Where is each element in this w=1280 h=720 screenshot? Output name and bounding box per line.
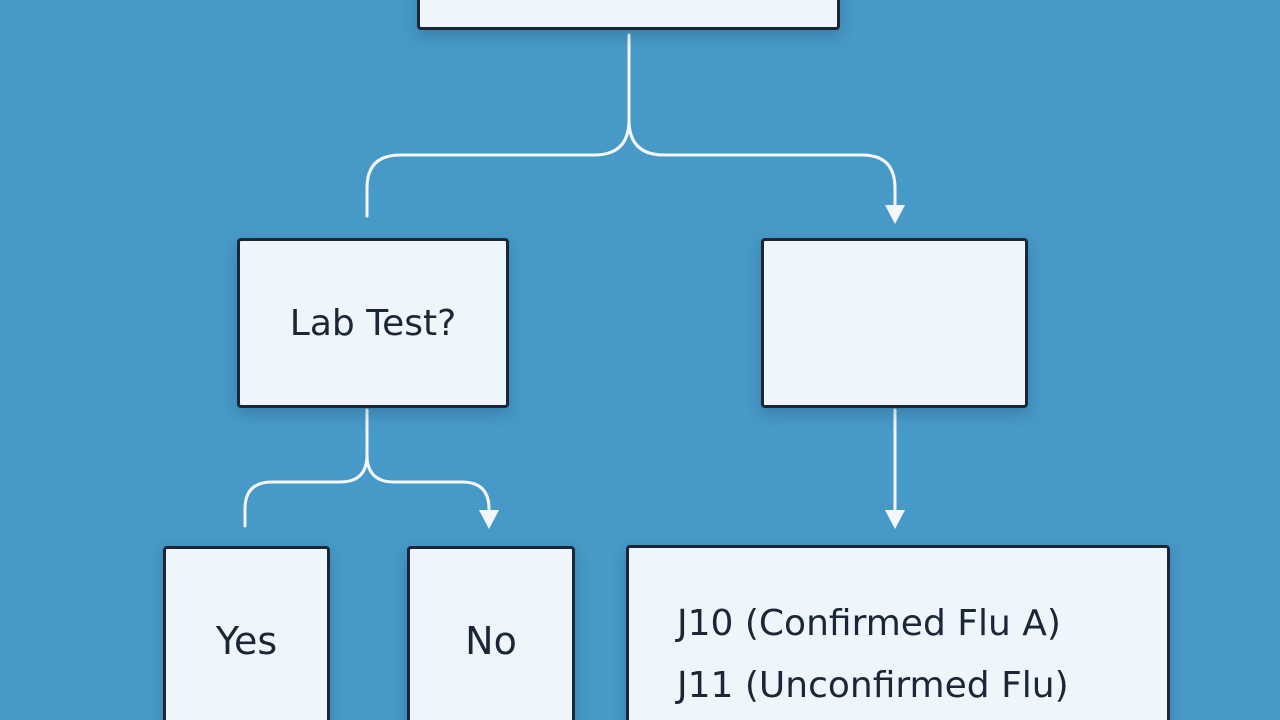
right-node — [761, 238, 1028, 408]
code-j11-line: J11 (Unconfirmed Flu) — [677, 665, 1069, 706]
connector-lab-split — [243, 408, 369, 528]
connector-top-to-right — [627, 118, 897, 220]
arrowhead-right-node — [885, 205, 905, 224]
yes-label: Yes — [215, 619, 278, 663]
diagnosis-codes-node: J10 (Confirmed Flu A) J11 (Unconfirmed F… — [626, 545, 1170, 720]
connector-top-split — [365, 33, 631, 218]
lab-test-node: Lab Test? — [237, 238, 509, 408]
arrowhead-no-node — [479, 510, 499, 529]
no-label: No — [465, 619, 517, 663]
connector-lab-to-no — [365, 453, 491, 524]
yes-node: Yes — [163, 546, 330, 720]
lab-test-label: Lab Test? — [289, 302, 457, 344]
top-node — [417, 0, 840, 30]
no-node: No — [407, 546, 575, 720]
code-j10-line: J10 (Confirmed Flu A) — [677, 603, 1061, 644]
arrowhead-codes-node — [885, 510, 905, 529]
